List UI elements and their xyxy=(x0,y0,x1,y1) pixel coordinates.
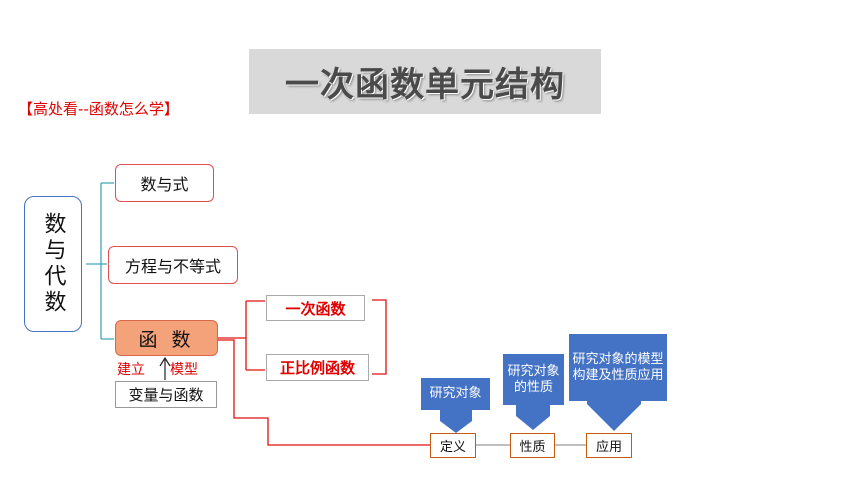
flow-property-box[interactable]: 性质 xyxy=(510,433,555,458)
sub-function-linear[interactable]: 一次函数 xyxy=(266,295,365,321)
flow-connector xyxy=(218,339,430,446)
study-arrow-property-label: 研究对象的性质 xyxy=(507,364,560,395)
function-right-bracket xyxy=(372,299,387,375)
note-establish: 建立 xyxy=(117,362,145,378)
flow-property-label: 性质 xyxy=(519,440,546,455)
flow-definition-label: 定义 xyxy=(439,440,466,455)
sub-function-label: 正比例函数 xyxy=(279,359,355,377)
flow-definition-box[interactable]: 定义 xyxy=(430,433,476,458)
base-concept-box[interactable]: 变量与函数 xyxy=(115,381,217,408)
branch-functions[interactable]: 函 数 xyxy=(115,320,218,356)
flow-application-label: 应用 xyxy=(595,440,622,455)
sub-function-proportional[interactable]: 正比例函数 xyxy=(266,354,369,381)
branch-label: 数与式 xyxy=(140,175,189,194)
main-topic-label: 数与代数 xyxy=(40,212,66,316)
page-title: 一次函数单元结构 xyxy=(285,65,565,105)
subtitle: 【高处看--函数怎么学】 xyxy=(18,100,179,118)
branch-equations-inequalities[interactable]: 方程与不等式 xyxy=(108,246,238,284)
base-concept-label: 变量与函数 xyxy=(128,386,204,404)
study-arrow-object xyxy=(421,378,490,433)
study-arrow-model xyxy=(569,334,667,431)
establish-model-arrow xyxy=(159,356,171,380)
study-arrow-model-label: 研究对象的模型构建及性质应用 xyxy=(572,352,664,383)
branch-numbers-expressions[interactable]: 数与式 xyxy=(115,164,214,202)
main-topic[interactable]: 数与代数 xyxy=(24,196,82,332)
sub-function-label: 一次函数 xyxy=(285,299,346,318)
main-bracket xyxy=(86,182,114,340)
title-banner: 一次函数单元结构 xyxy=(249,49,601,114)
branch-label: 方程与不等式 xyxy=(124,257,221,276)
note-model: 模型 xyxy=(170,362,198,378)
branch-label: 函 数 xyxy=(138,328,195,351)
study-arrow-object-label: 研究对象 xyxy=(429,386,482,401)
function-left-bracket xyxy=(218,300,265,371)
flow-application-box[interactable]: 应用 xyxy=(586,433,632,458)
study-arrow-property xyxy=(503,354,564,430)
